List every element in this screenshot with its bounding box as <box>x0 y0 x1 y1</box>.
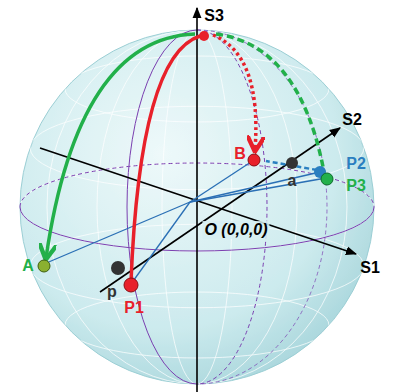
point-label: a <box>286 172 299 190</box>
trajectories <box>46 34 324 282</box>
point-p <box>111 261 125 275</box>
green-path-a <box>46 34 195 258</box>
red-dotted-path-b <box>213 35 256 150</box>
origin-label: O (0,0,0) <box>202 221 269 239</box>
axis-label: S1 <box>358 259 382 277</box>
point-label: B <box>232 145 248 163</box>
axis-label: S2 <box>340 111 364 129</box>
red-path-p1 <box>131 36 200 282</box>
axes <box>40 8 356 392</box>
point-b <box>248 154 260 166</box>
state-vectors <box>44 160 326 284</box>
point-p3 <box>321 173 333 185</box>
point-label: P1 <box>122 299 146 317</box>
point-p1 <box>124 278 138 292</box>
point-label: A <box>20 257 36 275</box>
point-a-green <box>38 260 50 272</box>
point-label: P2 <box>344 155 368 173</box>
green-dashed-path-p3 <box>216 34 324 172</box>
point-label: P3 <box>344 177 368 195</box>
state-points <box>38 31 333 292</box>
point-label: p <box>105 283 119 301</box>
axis-label: S3 <box>202 7 226 25</box>
point-a <box>286 157 298 169</box>
s1-axis <box>40 148 356 254</box>
pole-point <box>199 31 209 41</box>
